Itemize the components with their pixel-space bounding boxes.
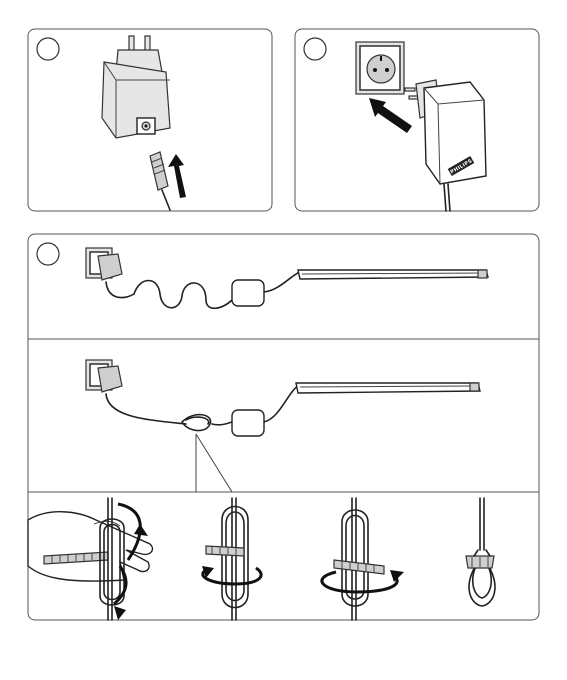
step-badge-3 bbox=[37, 243, 59, 265]
wall-socket-illustration bbox=[356, 42, 404, 94]
panel-step-2: PHILIPS bbox=[295, 29, 539, 211]
step-badge-2 bbox=[304, 38, 326, 60]
panel-step-1 bbox=[28, 29, 272, 211]
step-badge-1 bbox=[37, 38, 59, 60]
panel-step-3 bbox=[28, 234, 539, 620]
